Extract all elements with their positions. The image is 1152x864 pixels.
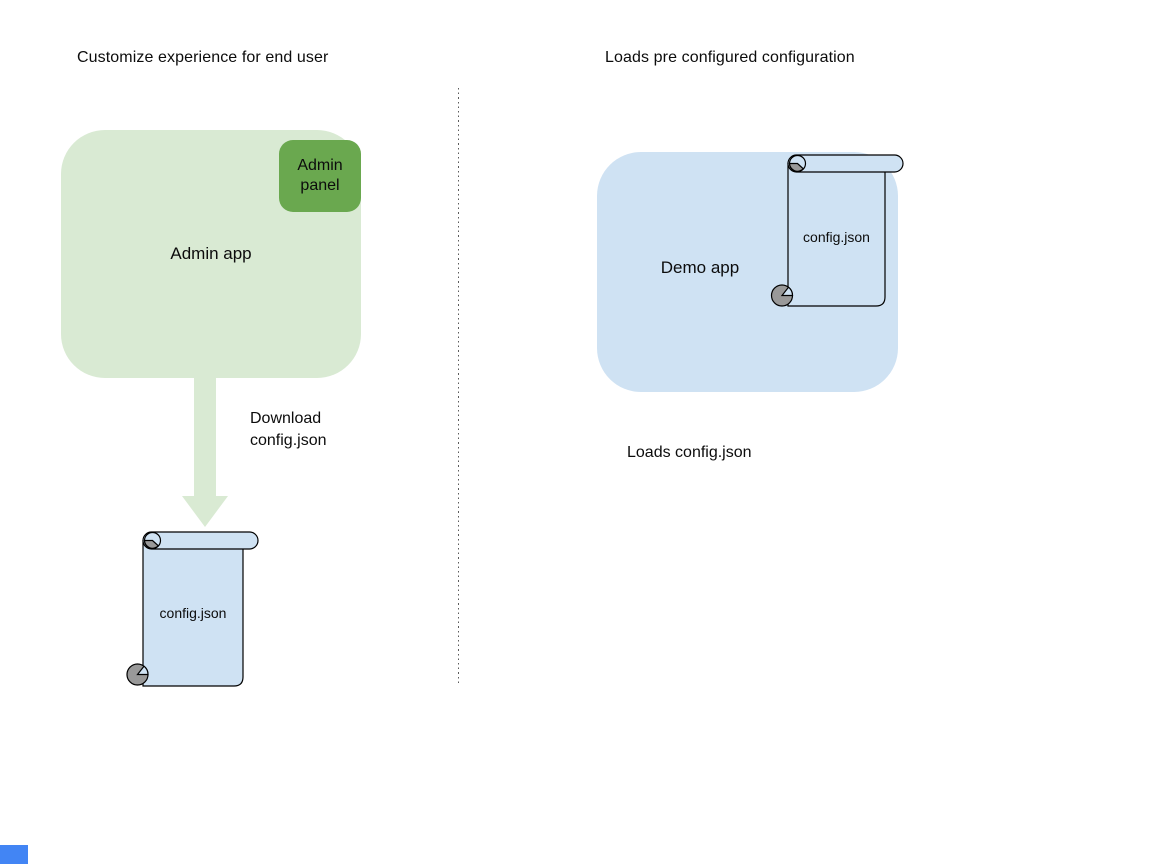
scroll-top-roll: [142, 531, 259, 550]
admin-app-label: Admin app: [170, 244, 252, 263]
config-scroll-right-label: config.json: [803, 229, 870, 245]
scroll-top-curl-shade: [788, 162, 805, 172]
download-arrow-label: Download config.json: [250, 410, 327, 449]
config-scroll-left-label: config.json: [159, 605, 227, 621]
admin-panel-shape: Admin panel: [279, 140, 361, 212]
loads-config-caption: Loads config.json: [627, 444, 752, 461]
scroll-bottom-curl-notch: [780, 286, 794, 297]
section-divider-line: [458, 88, 459, 686]
admin-app-shape: Admin app Admin panel: [61, 130, 361, 378]
left-section-title: Customize experience for end user: [77, 49, 329, 66]
download-arrow: [182, 376, 228, 527]
right-section-title: Loads pre configured configuration: [605, 49, 855, 66]
scroll-top-roll: [787, 154, 904, 173]
down-arrow-icon: [182, 376, 228, 527]
scroll-top-curl-shade: [143, 539, 160, 549]
admin-panel-label: Admin panel: [297, 157, 343, 194]
scroll-bottom-curl-notch: [136, 665, 149, 676]
partial-blue-shape: [0, 845, 28, 864]
scroll-body: [787, 162, 886, 307]
config-scroll-right: [770, 154, 904, 307]
demo-app-label: Demo app: [660, 258, 740, 277]
scroll-body: [142, 540, 244, 687]
config-scroll-left: [126, 531, 259, 687]
